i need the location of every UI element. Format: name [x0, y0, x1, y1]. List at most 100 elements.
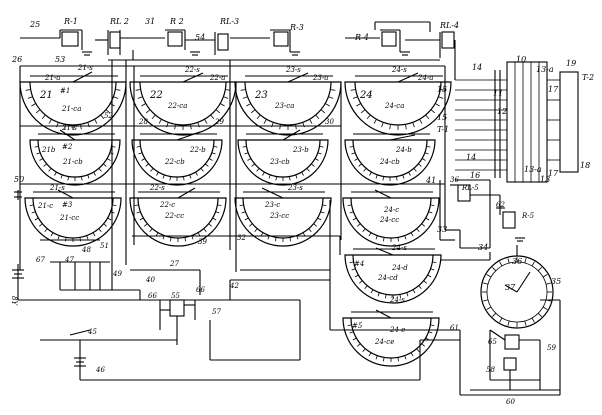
- dial-tick: [149, 228, 153, 232]
- dial-tick: [416, 228, 420, 232]
- dial-tick: [262, 171, 265, 176]
- dial-tick: [134, 204, 139, 206]
- dial-tick: [306, 168, 310, 172]
- relay-r5: [502, 211, 516, 229]
- label-50: 50: [14, 175, 24, 184]
- dial-tick: [375, 174, 378, 179]
- dial-tick: [364, 285, 368, 289]
- label-21b: 21b: [41, 146, 56, 154]
- dial-tick: [86, 235, 89, 240]
- dial-tick: [158, 119, 162, 124]
- dial-tick: [418, 285, 422, 289]
- dial-tick: [247, 158, 252, 161]
- dial-tick: [137, 96, 143, 99]
- dial-tick: [174, 124, 176, 130]
- label-26: 26: [11, 55, 22, 64]
- dial-pointers: [57, 71, 531, 319]
- dial-tick: [375, 355, 378, 360]
- dial-tick: [421, 158, 426, 161]
- label-23cc: 23-cc: [269, 212, 289, 220]
- dial-tick: [295, 174, 298, 179]
- dial-tick: [531, 261, 535, 267]
- dial-tick: [251, 163, 255, 167]
- relays: [61, 31, 525, 371]
- dial-tick: [98, 228, 102, 232]
- dial-tick: [94, 119, 98, 124]
- dial-tick: [373, 119, 377, 124]
- label-66-left: 66: [148, 292, 157, 300]
- label-32: 32: [237, 234, 246, 242]
- label-24a: 24-a: [417, 74, 433, 82]
- dial-tick: [362, 228, 366, 232]
- label-15-mid: 15: [437, 113, 447, 122]
- dial-tick: [43, 163, 47, 167]
- dial-tick: [397, 357, 399, 362]
- dial-tick: [428, 211, 433, 214]
- dial-tick: [368, 352, 372, 357]
- dial-tick: [537, 312, 542, 317]
- dial-tick: [200, 168, 204, 172]
- dial-tick: [492, 267, 497, 272]
- label-52: 52: [104, 112, 113, 120]
- dial-tick: [208, 158, 213, 161]
- dial-tick: [87, 174, 90, 179]
- label-49: 49: [112, 270, 122, 278]
- dial-tick: [351, 268, 356, 271]
- dial-tick: [195, 171, 198, 176]
- label-34: 34: [478, 243, 488, 252]
- dial-tick: [406, 292, 409, 297]
- terminal-block: [455, 61, 579, 183]
- relay-rl3: [217, 33, 229, 51]
- dial-tick: [432, 261, 437, 263]
- dial-tick: [383, 237, 385, 242]
- dial-tick: [279, 124, 281, 130]
- label-24c: 24-c: [383, 206, 399, 214]
- label-30-top: 30: [325, 118, 334, 126]
- dial-tick: [170, 237, 172, 242]
- dial-tick: [317, 152, 322, 155]
- label-13a-bot: 13-a: [524, 165, 542, 174]
- dial-tick: [39, 223, 43, 227]
- dial-tick: [416, 348, 420, 352]
- label-21cc: 21-cc: [59, 214, 79, 222]
- dial-tick: [315, 114, 320, 120]
- dial-tick: [106, 158, 111, 161]
- dial-tick: [366, 114, 371, 120]
- dial-tick: [34, 217, 39, 221]
- dial-tick: [141, 103, 146, 107]
- label-num2: #2: [62, 143, 73, 151]
- dial-tick: [430, 268, 435, 271]
- label-24b: 24-b: [395, 146, 412, 154]
- label-11: 11: [493, 89, 503, 98]
- dial-24d: [344, 254, 442, 304]
- dial-tick: [60, 174, 63, 179]
- dial-tick: [215, 109, 221, 114]
- dial-tick: [413, 168, 417, 172]
- label-37: 37: [505, 283, 516, 292]
- label-23cb: 23-cb: [269, 158, 290, 166]
- dial-tick: [103, 163, 107, 167]
- dial-tick: [57, 235, 60, 240]
- label-t2: T-2: [582, 73, 594, 82]
- dial-22c: [129, 197, 227, 247]
- dial-tick: [64, 124, 66, 130]
- label-14-bot: 14: [466, 153, 476, 162]
- dial-tick: [135, 89, 141, 91]
- dial-tick: [249, 223, 253, 227]
- dial-tick: [44, 228, 48, 232]
- dial-tick: [309, 119, 313, 124]
- dial-tick: [213, 146, 218, 148]
- dial-tick: [239, 204, 244, 206]
- label-21a: 21-a: [44, 74, 60, 82]
- dial-tick: [483, 299, 489, 302]
- dial-tick: [347, 324, 352, 326]
- label-num4: #4: [354, 260, 364, 268]
- label-21s-b: 21-s: [61, 124, 77, 132]
- label-23: 23: [254, 90, 268, 101]
- label-15-top: 15: [437, 85, 447, 94]
- slide-bars: [30, 75, 443, 313]
- dial-tick: [352, 217, 357, 221]
- relay-58: [503, 357, 517, 371]
- dial-tick: [215, 211, 220, 214]
- dial-tick: [92, 232, 96, 237]
